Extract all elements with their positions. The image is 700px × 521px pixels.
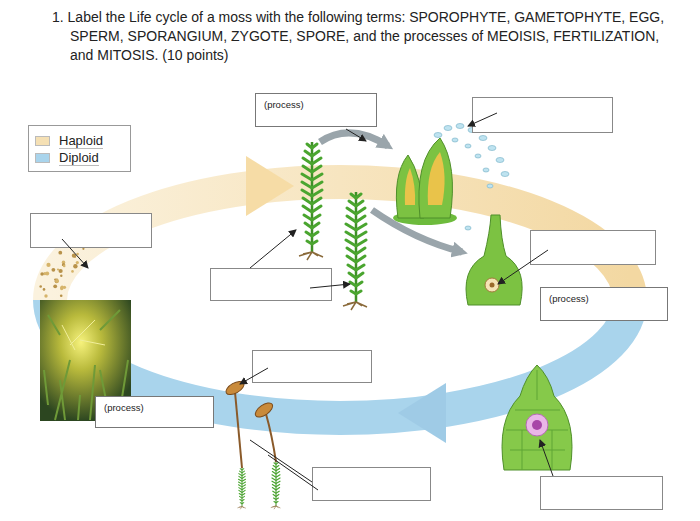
answer-box — [531, 231, 656, 265]
leader-line — [62, 239, 88, 268]
spore-dot — [59, 269, 63, 273]
sporangium-capsule — [253, 400, 275, 420]
leader-line — [346, 129, 366, 141]
cell-walls — [506, 370, 568, 470]
legend-box: HaploidDiploid — [28, 125, 131, 172]
zygote — [526, 414, 548, 436]
spore-dot — [76, 261, 79, 264]
process-label: (process) — [541, 288, 597, 309]
leader-line — [468, 113, 497, 126]
sporangium-capsule — [224, 379, 246, 398]
zygote-nucleus — [532, 420, 542, 430]
sperm-mass — [428, 152, 445, 205]
answer-box — [313, 468, 431, 501]
antheridium — [393, 124, 509, 231]
spore-dot — [58, 251, 62, 255]
leader-line — [498, 250, 548, 284]
spore-dot — [71, 270, 74, 273]
legend-swatch — [35, 136, 50, 146]
haploid-arrowhead — [246, 156, 294, 216]
process-label: (process) — [96, 397, 152, 418]
spore-dot — [44, 294, 47, 297]
process-box: (process) — [540, 287, 668, 321]
legend-text: Diploid — [59, 150, 99, 166]
answer-box — [211, 269, 332, 301]
egg — [485, 278, 499, 292]
leader-line — [250, 230, 296, 268]
legend-swatch — [35, 153, 50, 163]
process-box: (process) — [255, 93, 377, 127]
archegonium-flask — [502, 365, 572, 470]
process-label: (process) — [256, 94, 312, 115]
spore-dot — [55, 279, 59, 283]
spore-dot — [53, 284, 57, 288]
answer-box — [31, 214, 152, 248]
grey-arrow — [320, 133, 388, 146]
legend-row: Haploid — [35, 132, 124, 149]
sperm-mass — [405, 168, 415, 205]
leader-line — [250, 440, 312, 482]
leader-line — [268, 455, 318, 490]
antheridium-lobe — [419, 138, 453, 218]
photo-setae — [62, 320, 105, 350]
spore-dot — [43, 288, 46, 291]
seta — [235, 392, 242, 468]
diploid-arrowhead — [398, 383, 446, 443]
archegonium-flask — [466, 215, 522, 305]
gametophyte-plant — [299, 142, 323, 260]
gametophyte-plant — [343, 192, 367, 310]
spore-dot — [60, 294, 63, 297]
process-box: (process) — [95, 396, 214, 428]
spore-dot — [60, 275, 62, 277]
leader-line — [240, 368, 268, 384]
egg-nucleus — [490, 283, 495, 288]
spore-dot — [39, 285, 42, 288]
spore-dot — [60, 286, 64, 290]
spore-dot — [55, 279, 59, 283]
leader-lines — [62, 113, 553, 490]
spore-dot — [46, 263, 50, 267]
answer-box — [541, 477, 663, 510]
spore-dot — [52, 268, 56, 272]
leader-line — [310, 284, 350, 288]
legend-row: Diploid — [35, 149, 124, 166]
spore-dot — [63, 265, 66, 268]
spore-dot — [82, 248, 84, 250]
sperm-cells — [434, 124, 509, 231]
spore-dot — [40, 272, 44, 276]
leader-line — [540, 440, 553, 476]
answer-box — [253, 351, 372, 383]
question-title: 1. Label the Life cycle of a moss with t… — [52, 8, 667, 65]
legend-text: Haploid — [59, 133, 103, 149]
sporophytes — [224, 379, 281, 510]
zygote-archegonium — [502, 365, 572, 470]
archegonium — [466, 215, 522, 305]
spore-dot — [73, 264, 77, 268]
